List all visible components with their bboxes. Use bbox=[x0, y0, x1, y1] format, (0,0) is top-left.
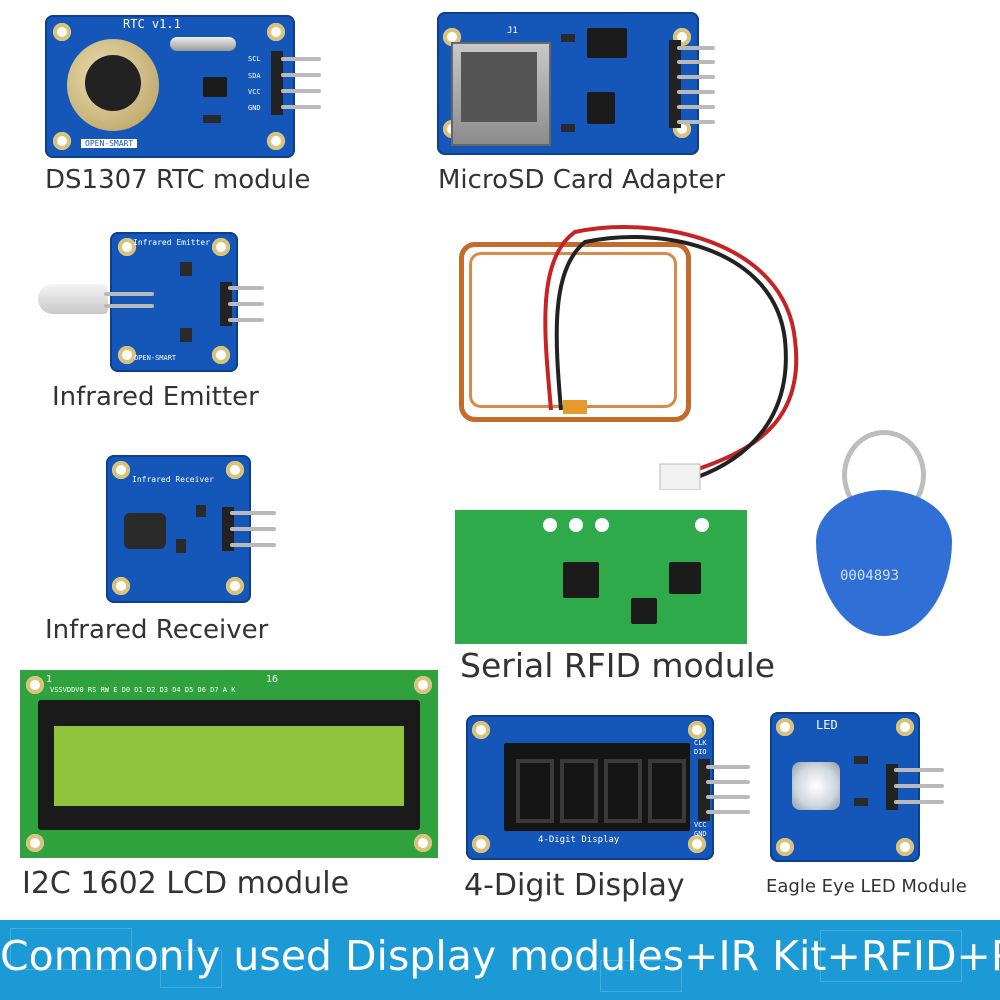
rtc-pin-label-sda: SDA bbox=[248, 72, 261, 80]
rtc-silk-title: RTC v1.1 bbox=[123, 17, 181, 31]
bottom-banner: Commonly used Display modules+IR Kit+RFI… bbox=[0, 920, 1000, 1000]
lcd-screen bbox=[54, 726, 404, 806]
microsd-caption: MicroSD Card Adapter bbox=[438, 165, 726, 195]
receiver-smd-part bbox=[196, 505, 206, 517]
sd-level-shifter-chip bbox=[587, 28, 627, 58]
rtc-pin-label-vcc: VCC bbox=[248, 88, 261, 96]
emitter-brand: OPEN-SMART bbox=[134, 354, 177, 362]
sd-slot-opening bbox=[461, 52, 537, 122]
rfid-pad bbox=[543, 518, 557, 532]
sd-smd-part bbox=[561, 124, 575, 132]
emitter-smd-part bbox=[180, 328, 192, 342]
lcd-pin-end: 16 bbox=[266, 674, 279, 685]
banner-text: Commonly used Display modules+IR Kit+RFI… bbox=[0, 932, 1000, 980]
lcd-module-image: 1 16 VSSVDDV0 RS RW E D0 D1 D2 D3 D4 D5 … bbox=[20, 670, 440, 860]
sd-regulator bbox=[587, 92, 615, 124]
rfid-antenna-coil bbox=[455, 220, 825, 490]
lcd-pin-start: 1 bbox=[46, 674, 53, 685]
rfid-regulator bbox=[631, 598, 657, 624]
lcd-caption: I2C 1602 LCD module bbox=[22, 866, 350, 901]
rtc-module-image: RTC v1.1 SCL SDA VCC GND OPEN-SMART bbox=[45, 15, 325, 160]
sd-smd-part bbox=[561, 34, 575, 42]
rfid-chip-secondary bbox=[669, 562, 701, 594]
keyfob-id: 0004893 bbox=[840, 568, 900, 584]
rfid-chip-main bbox=[563, 562, 599, 598]
rfid-pad bbox=[595, 518, 609, 532]
rfid-keyfob-image: 0004893 bbox=[810, 430, 960, 640]
emitter-pin-header bbox=[220, 282, 232, 326]
led-pin-header bbox=[886, 764, 898, 810]
digit-pin-gnd: GND bbox=[694, 830, 707, 838]
eagle-eye-led bbox=[792, 762, 840, 810]
ir-receiver-caption: Infrared Receiver bbox=[45, 615, 269, 645]
emitter-smd-part bbox=[180, 262, 192, 276]
eagle-eye-module-image: LED bbox=[770, 712, 985, 867]
led-smd-part bbox=[854, 756, 868, 764]
coil-outer bbox=[459, 242, 691, 422]
receiver-pin-header bbox=[222, 507, 234, 551]
digit-pin-clk: CLK bbox=[694, 739, 707, 747]
rtc-caption: DS1307 RTC module bbox=[45, 165, 311, 195]
rfid-pad bbox=[695, 518, 709, 532]
sd-pin-header bbox=[669, 40, 681, 128]
coil-tape bbox=[563, 400, 587, 414]
rfid-caption: Serial RFID module bbox=[460, 646, 776, 685]
digit-display-caption: 4-Digit Display bbox=[464, 868, 685, 903]
rtc-pin-header bbox=[271, 51, 283, 115]
crystal bbox=[170, 37, 236, 51]
rtc-brand: OPEN-SMART bbox=[81, 139, 138, 148]
rtc-chip bbox=[203, 77, 227, 97]
led-smd-part bbox=[854, 798, 868, 806]
coil-wire-black bbox=[554, 235, 788, 480]
microsd-module-image: J1 bbox=[437, 12, 717, 157]
rtc-smd-part bbox=[203, 115, 221, 123]
digit-1 bbox=[516, 759, 554, 823]
coil-wires bbox=[543, 225, 799, 490]
keyfob-body bbox=[816, 490, 952, 636]
ir-receiver-sensor bbox=[124, 513, 166, 549]
digit-display-label: 4-Digit Display bbox=[538, 835, 620, 845]
receiver-silk-title: Infrared Receiver bbox=[132, 475, 214, 484]
digit-pin-dio: DIO bbox=[694, 748, 707, 756]
rtc-pin-label-scl: SCL bbox=[248, 55, 261, 63]
digit-pin-header bbox=[698, 759, 710, 821]
lcd-pin-labels: VSSVDDV0 RS RW E D0 D1 D2 D3 D4 D5 D6 D7… bbox=[50, 686, 236, 694]
led-silk-title: LED bbox=[816, 718, 838, 732]
ir-receiver-module-image: Infrared Receiver bbox=[106, 455, 281, 605]
rtc-pin-label-gnd: GND bbox=[248, 104, 261, 112]
eagle-eye-caption: Eagle Eye LED Module bbox=[766, 876, 967, 897]
digit-3 bbox=[604, 759, 642, 823]
digit-pin-vcc: VCC bbox=[694, 821, 707, 829]
rfid-board-image bbox=[455, 510, 750, 645]
coil-connector bbox=[659, 463, 701, 490]
sd-silk-j1: J1 bbox=[507, 26, 518, 36]
ir-led bbox=[38, 284, 108, 314]
ir-emitter-caption: Infrared Emitter bbox=[52, 382, 259, 412]
emitter-silk-title: Infrared Emitter bbox=[133, 238, 211, 247]
battery-clip bbox=[85, 55, 141, 111]
digit-display-module-image: 4-Digit Display CLK DIO VCC GND bbox=[466, 715, 756, 860]
receiver-smd-part bbox=[176, 539, 186, 553]
digit-2 bbox=[560, 759, 598, 823]
coil-wire-red bbox=[543, 225, 799, 472]
rfid-pad bbox=[569, 518, 583, 532]
ir-emitter-module-image: Infrared Emitter OPEN-SMART bbox=[38, 232, 264, 372]
digit-4 bbox=[648, 759, 686, 823]
